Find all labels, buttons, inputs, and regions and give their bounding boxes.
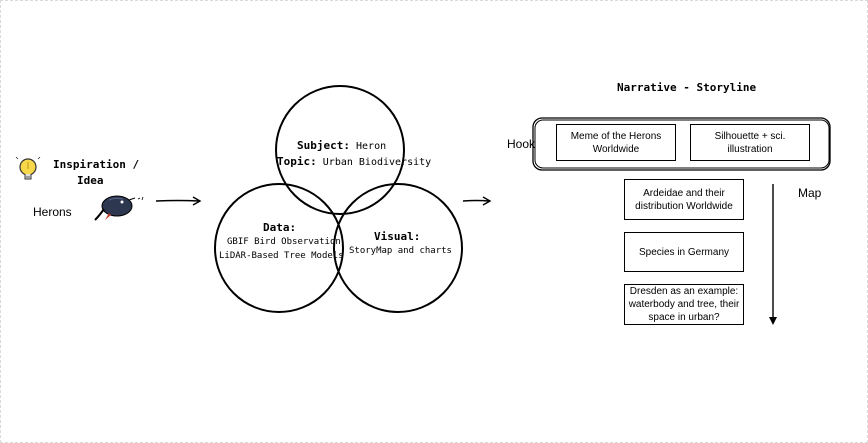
hook-frame [532, 117, 831, 171]
hook-box-silhouette-line1: Silhouette + sci. [714, 130, 786, 142]
hook-box-silhouette-line2: illustration [727, 143, 773, 155]
step-ardeidae-line2: distribution Worldwide [635, 200, 733, 212]
hook-box-meme-line2: Worldwide [592, 143, 640, 155]
topic-label: Topic: [277, 155, 317, 168]
hook-label: Hook [507, 137, 536, 151]
step-germany: Species in Germany [624, 232, 744, 272]
topic-text: Topic: Urban Biodiversity [277, 155, 431, 168]
map-label: Map [798, 186, 822, 200]
hook-box-meme: Meme of the Herons Worldwide [556, 124, 676, 161]
step-dresden-line3: space in urban? [648, 312, 720, 323]
step-dresden-line2: waterbody and tree, their [628, 299, 740, 310]
subject-label: Subject: [297, 139, 350, 152]
data-circle [214, 183, 344, 313]
data-label: Data: [263, 221, 297, 234]
arrow-to-venn [155, 196, 202, 206]
step-germany-text: Species in Germany [638, 246, 730, 258]
herons-label: Herons [33, 205, 72, 219]
inspiration-title-line2: Idea [77, 174, 104, 187]
step-dresden-line1: Dresden as an example: [629, 286, 739, 297]
visual-circle [333, 183, 463, 313]
subject-text: Subject: Heron [297, 139, 386, 152]
hook-box-meme-line1: Meme of the Herons [570, 130, 662, 142]
arrow-to-narrative [462, 196, 492, 206]
topic-value: Urban Biodiversity [322, 157, 432, 168]
subject-circle [275, 85, 405, 215]
hook-box-silhouette: Silhouette + sci. illustration [690, 124, 810, 161]
map-arrow [769, 184, 777, 325]
step-ardeidae: Ardeidae and their distribution Worldwid… [624, 179, 744, 220]
data-line1: GBIF Bird Observation [227, 237, 341, 247]
step-dresden: Dresden as an example: waterbody and tre… [624, 284, 744, 325]
narrative-title: Narrative - Storyline [617, 81, 757, 94]
heron-bird-icon [94, 195, 144, 221]
subject-value: Heron [356, 141, 387, 152]
step-ardeidae-line1: Ardeidae and their [643, 187, 725, 199]
visual-label: Visual: [374, 230, 421, 243]
visual-value: StoryMap and charts [349, 246, 452, 256]
lightbulb-icon [15, 156, 41, 180]
data-line2: LiDAR-Based Tree Models [219, 251, 344, 261]
inspiration-title: Inspiration / [53, 158, 140, 171]
